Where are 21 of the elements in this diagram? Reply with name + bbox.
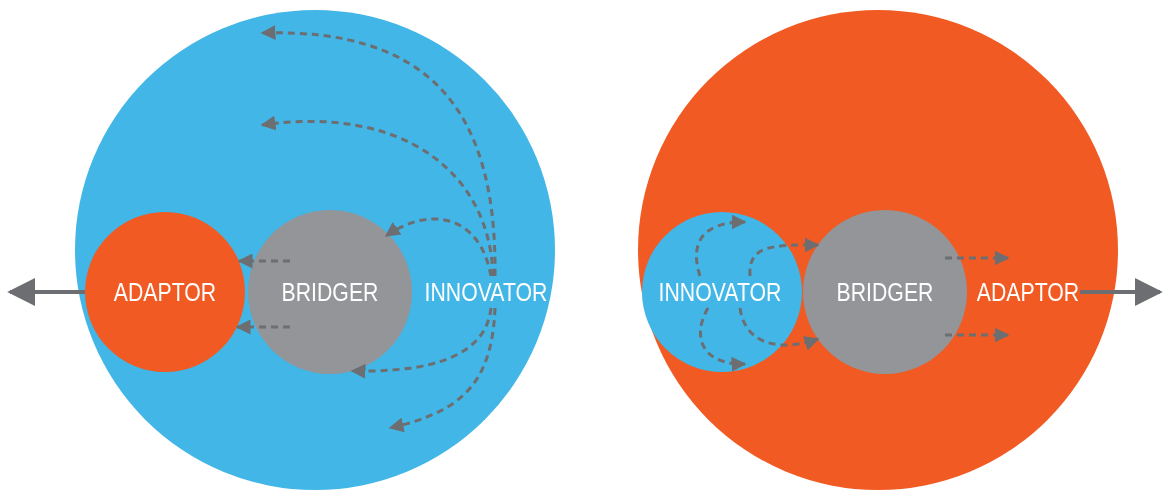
arrow [7,278,85,306]
arrow [699,307,747,371]
arrow [350,307,493,379]
role-label: BRIDGER [836,279,934,305]
arrow [388,307,497,432]
arrow [945,327,1010,343]
role-label: BRIDGER [281,279,379,305]
arrow [235,319,290,335]
arrow [945,250,1010,266]
role-label: ADAPTOR [113,279,217,305]
role-label: ADAPTOR [976,279,1080,305]
arrow [695,215,747,277]
arrow [384,217,493,277]
arrow [738,307,820,351]
arrow [260,116,495,277]
role-label: INNOVATOR [424,279,548,305]
arrow [237,253,290,269]
arrow [260,25,497,277]
role-label: INNOVATOR [658,279,782,305]
arrow [1080,278,1163,306]
arrow [748,237,820,276]
